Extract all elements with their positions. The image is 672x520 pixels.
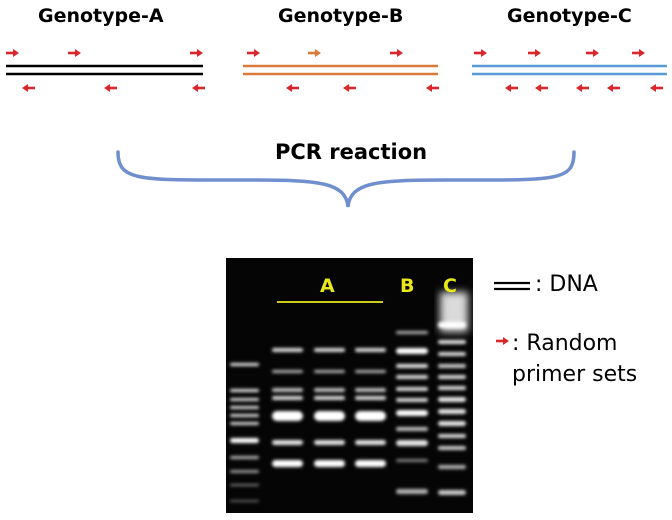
ladder-band (230, 470, 259, 473)
lane-b-band (396, 331, 428, 334)
lane-b-band (396, 387, 428, 391)
ladder-band (230, 414, 259, 417)
lane-label-c: C (443, 275, 457, 297)
pcr-brace (116, 150, 576, 208)
lane-b-band (396, 459, 428, 462)
genotype-b-title: Genotype-B (278, 5, 404, 27)
genotype-a-title: Genotype-A (38, 5, 164, 27)
gel-image (226, 258, 473, 513)
genotype-a-dna (6, 64, 203, 76)
primer-arrow (68, 49, 81, 57)
lane-c-band (438, 409, 466, 414)
genotype-b-dna (243, 64, 438, 76)
pcr-reaction-label: PCR reaction (275, 140, 428, 164)
primer-arrow (535, 84, 548, 92)
lane-c-band (438, 340, 466, 344)
lane-a-band (272, 440, 303, 445)
ladder-band (230, 422, 259, 425)
primer-arrow (528, 49, 541, 57)
primer-arrow (190, 49, 203, 57)
lane-a-band (355, 348, 386, 352)
lane-a-band (272, 411, 303, 421)
ladder-band (230, 363, 259, 366)
lane-a-band (355, 460, 386, 467)
lane-a-band (314, 388, 345, 392)
primer-arrow (474, 49, 487, 57)
primer-arrows (6, 49, 663, 92)
lane-c-band (438, 386, 466, 390)
primer-arrow (104, 84, 117, 92)
lane-c-band (438, 446, 466, 450)
lane-label-b: B (400, 275, 415, 297)
lane-a-band (272, 348, 303, 352)
lane-a-band (355, 388, 386, 392)
lane-a-band (314, 411, 345, 421)
lane-b-band (396, 427, 428, 431)
lane-b-band (396, 398, 428, 402)
lane-c-band (438, 490, 466, 495)
primer-arrow (390, 49, 403, 57)
lane-b-band (396, 489, 428, 494)
lane-a-band (314, 440, 345, 445)
lane-a-band (272, 388, 303, 392)
primer-arrow (247, 49, 260, 57)
lane-c-band (438, 352, 466, 356)
primer-arrow (586, 49, 599, 57)
primer-arrow (192, 84, 205, 92)
lane-a-band (272, 396, 303, 400)
ladder-band (230, 398, 259, 401)
primer-legend-icon (496, 337, 509, 345)
lane-c-band (438, 465, 466, 469)
lane-b-band (396, 440, 428, 446)
lane-a-band (355, 396, 386, 400)
primer-arrow (286, 84, 299, 92)
primer-arrow (426, 84, 439, 92)
lane-a-band (314, 396, 345, 400)
lane-c-band (438, 397, 466, 402)
primer-arrow (607, 84, 620, 92)
ladder-band (230, 389, 259, 392)
genotype-c-dna (472, 64, 667, 76)
ladder-band (230, 484, 259, 486)
lane-a-band (314, 370, 345, 373)
lane-a-band (355, 440, 386, 445)
legend-primer-label-line1: : Random (512, 331, 618, 356)
lane-b-band (396, 410, 428, 416)
lane-c-band (438, 421, 466, 426)
ladder-band (230, 456, 259, 459)
legend-primer-label-line2: primer sets (512, 362, 638, 387)
ladder-band (230, 500, 259, 502)
primer-arrow (632, 49, 645, 57)
primer-arrow (22, 84, 35, 92)
ladder-band (230, 438, 259, 443)
dna-legend-icon (494, 281, 530, 291)
primer-arrow (650, 84, 663, 92)
genotype-c-title: Genotype-C (507, 5, 632, 27)
lane-c-band (438, 434, 466, 438)
lane-label-a: A (320, 275, 335, 297)
lane-a-band (272, 460, 303, 467)
lane-c-band (438, 322, 466, 328)
primer-arrow (505, 84, 518, 92)
primer-arrow (308, 49, 321, 57)
primer-arrow (576, 84, 589, 92)
primer-legend-arrow (496, 337, 509, 345)
legend-dna-label: : DNA (535, 272, 598, 297)
primer-arrow (343, 84, 356, 92)
lane-a-band (314, 460, 345, 467)
lane-a-band (355, 411, 386, 421)
lane-a-band (314, 348, 345, 352)
lane-a-band (355, 370, 386, 373)
lane-b-band (396, 348, 428, 354)
lane-a-band (272, 370, 303, 373)
ladder-band (230, 406, 259, 409)
lane-c-band (438, 364, 466, 368)
lane-b-band (396, 364, 428, 368)
primer-arrow (6, 49, 19, 57)
lane-c-band (438, 375, 466, 379)
lane-b-band (396, 375, 428, 379)
